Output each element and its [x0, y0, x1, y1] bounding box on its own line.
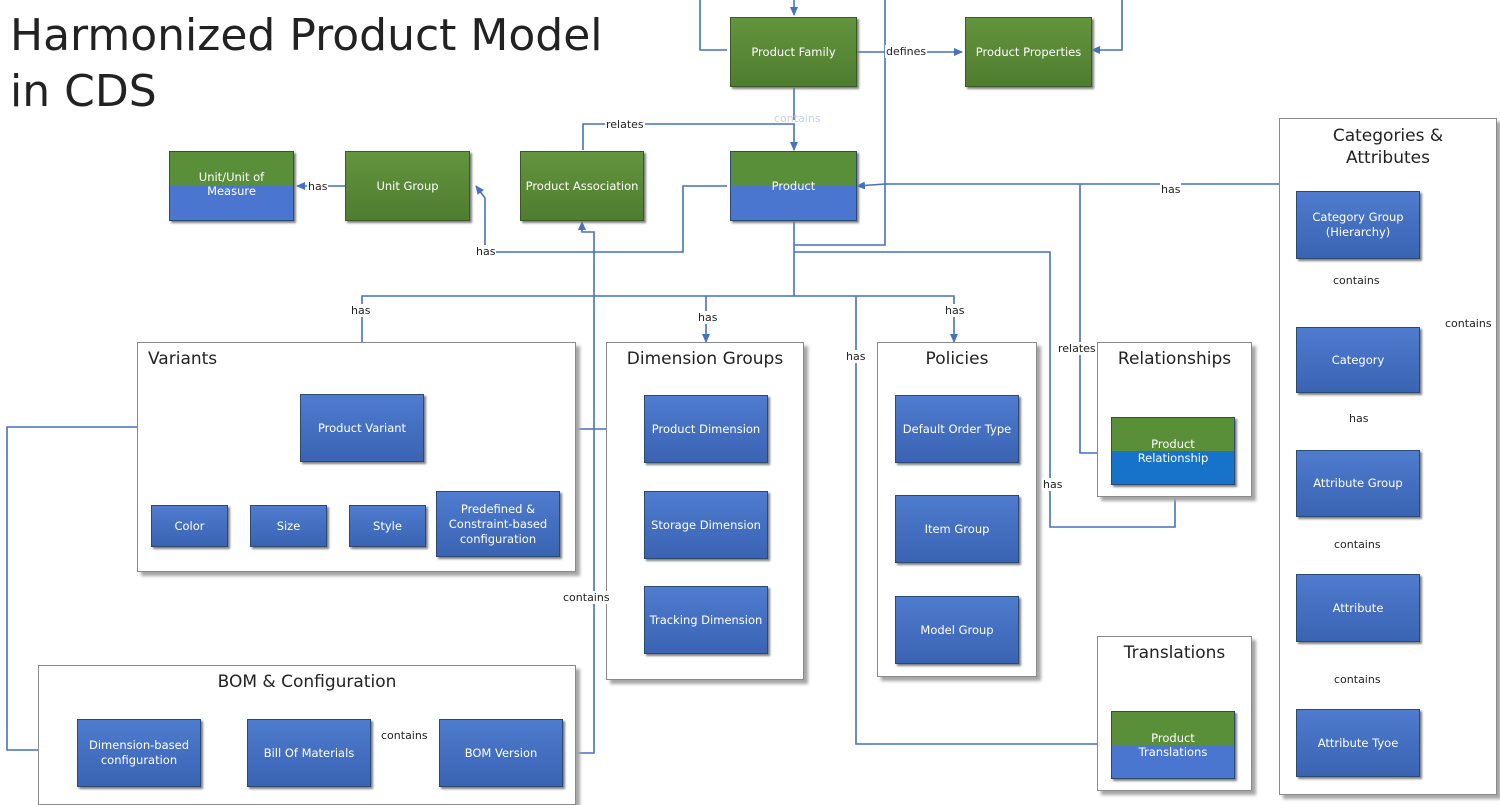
group-title: Variants	[148, 349, 218, 369]
page-title-line2: in CDS	[10, 66, 157, 117]
entity-split-top	[1112, 712, 1234, 745]
category-box[interactable]: Category	[1296, 327, 1420, 393]
product-label: Product	[771, 179, 816, 193]
category-group-box[interactable]: Category Group (Hierarchy)	[1296, 191, 1420, 259]
contains-label: contains	[562, 591, 611, 604]
product-properties-box[interactable]: Product Properties	[965, 17, 1092, 87]
entity-split-bottom	[1112, 745, 1234, 778]
size-box[interactable]: Size	[250, 505, 327, 547]
defines-label: defines	[885, 45, 928, 58]
product-relationship-box[interactable]: Product Relationship	[1111, 417, 1235, 485]
storage-dimension-box[interactable]: Storage Dimension	[644, 491, 768, 559]
has-label: has	[944, 304, 966, 317]
has-label: has	[697, 311, 719, 324]
group-title: Relationships	[1117, 349, 1232, 369]
item-group-box[interactable]: Item Group	[895, 495, 1019, 563]
has-label: has	[1160, 183, 1182, 196]
group-title: Categories & Attributes	[1332, 126, 1444, 168]
contains-label: contains	[1333, 538, 1382, 551]
relates-label: relates	[605, 118, 645, 131]
dimension-config-box[interactable]: Dimension-based configuration	[77, 719, 201, 787]
color-box[interactable]: Color	[151, 505, 228, 547]
product-family-box[interactable]: Product Family	[730, 17, 857, 87]
product-box[interactable]: Product	[730, 151, 857, 221]
predefined-config-box[interactable]: Predefined & Constraint-based configurat…	[436, 491, 560, 557]
contains-label: contains	[1333, 673, 1382, 686]
product-variant-box[interactable]: Product Variant	[300, 394, 424, 462]
entity-split-top	[170, 152, 293, 186]
group-title: Translations	[1123, 643, 1226, 663]
entity-split-top	[1112, 418, 1234, 451]
bill-of-materials-box[interactable]: Bill Of Materials	[247, 719, 371, 787]
entity-split-bottom	[1112, 451, 1234, 484]
unit-of-measure-label: Unit/Unit of Measure	[198, 170, 265, 198]
attribute-type-box[interactable]: Attribute Tyoe	[1296, 709, 1420, 777]
has-label: has	[307, 180, 329, 193]
has-label: has	[350, 304, 372, 317]
contains-label: contains	[774, 112, 821, 125]
tracking-dimension-box[interactable]: Tracking Dimension	[644, 586, 768, 654]
attribute-group-box[interactable]: Attribute Group	[1296, 450, 1420, 517]
contains-label: contains	[380, 729, 429, 742]
has-label: has	[475, 245, 497, 258]
group-title: Policies	[925, 349, 989, 369]
model-group-box[interactable]: Model Group	[895, 596, 1019, 664]
product-association-box[interactable]: Product Association	[520, 151, 644, 221]
style-box[interactable]: Style	[349, 505, 426, 547]
product-translations-box[interactable]: Product Translations	[1111, 711, 1235, 779]
entity-split-top	[731, 152, 856, 186]
unit-of-measure-box[interactable]: Unit/Unit of Measure	[169, 151, 294, 221]
entity-split-bottom	[731, 186, 856, 220]
relates-label: relates	[1057, 342, 1097, 355]
group-title: Dimension Groups	[626, 349, 784, 369]
product-translations-label: Product Translations	[1138, 731, 1208, 759]
contains-label: contains	[1444, 317, 1493, 330]
has-label: has	[845, 350, 867, 363]
has-label: has	[1042, 478, 1064, 491]
has-label: has	[1348, 412, 1370, 425]
page-title: Harmonized Product Model in CDS	[10, 8, 603, 120]
attribute-box[interactable]: Attribute	[1296, 574, 1420, 642]
unit-group-box[interactable]: Unit Group	[345, 151, 470, 221]
product-relationship-label: Product Relationship	[1137, 437, 1209, 465]
product-dimension-box[interactable]: Product Dimension	[644, 395, 768, 463]
page-title-line1: Harmonized Product Model	[10, 10, 603, 61]
group-title: BOM & Configuration	[217, 672, 397, 692]
default-order-type-box[interactable]: Default Order Type	[895, 395, 1019, 463]
bom-version-box[interactable]: BOM Version	[439, 719, 563, 787]
contains-label: contains	[1332, 274, 1381, 287]
